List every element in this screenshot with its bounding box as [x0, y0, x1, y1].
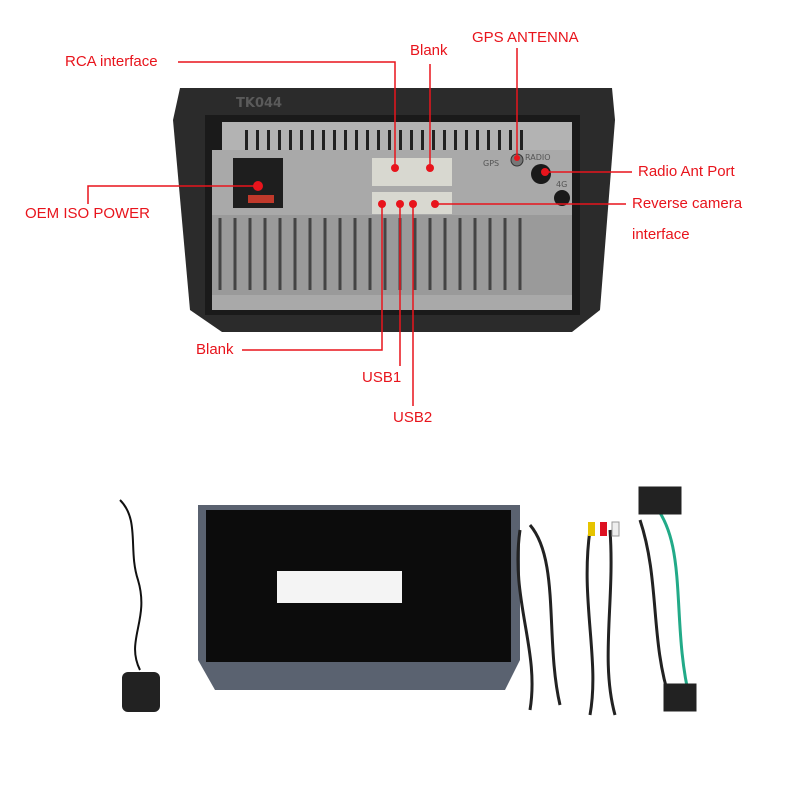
label-blank-top: Blank — [410, 42, 448, 59]
label-usb2: USB2 — [393, 409, 433, 426]
rear-unit-photo — [173, 88, 615, 332]
head-unit-front — [198, 505, 520, 690]
label-reverse-camera-interface: interface — [632, 226, 690, 243]
wiring-harness — [516, 486, 697, 716]
label-blank-bottom: Blank — [196, 341, 234, 358]
callout-dots — [253, 155, 549, 208]
label-rca-interface: RCA interface — [65, 53, 158, 70]
label-oem-iso-power: OEM ISO POWER — [25, 205, 151, 222]
gps-antenna-accessory — [119, 499, 160, 712]
panel-marking-radio: RADIO — [525, 153, 551, 162]
frame-marking-model: TK044 — [236, 96, 283, 111]
rca-plugs — [588, 521, 620, 537]
panel-marking-4g: 4G — [556, 180, 568, 189]
label-reverse-camera: Reverse camera — [632, 195, 743, 212]
panel-marking-gps: GPS — [483, 159, 500, 168]
label-usb1: USB1 — [362, 369, 402, 386]
label-gps-antenna: GPS ANTENNA — [472, 29, 579, 46]
callout-lines — [87, 48, 632, 406]
label-radio-ant-port: Radio Ant Port — [638, 163, 735, 180]
